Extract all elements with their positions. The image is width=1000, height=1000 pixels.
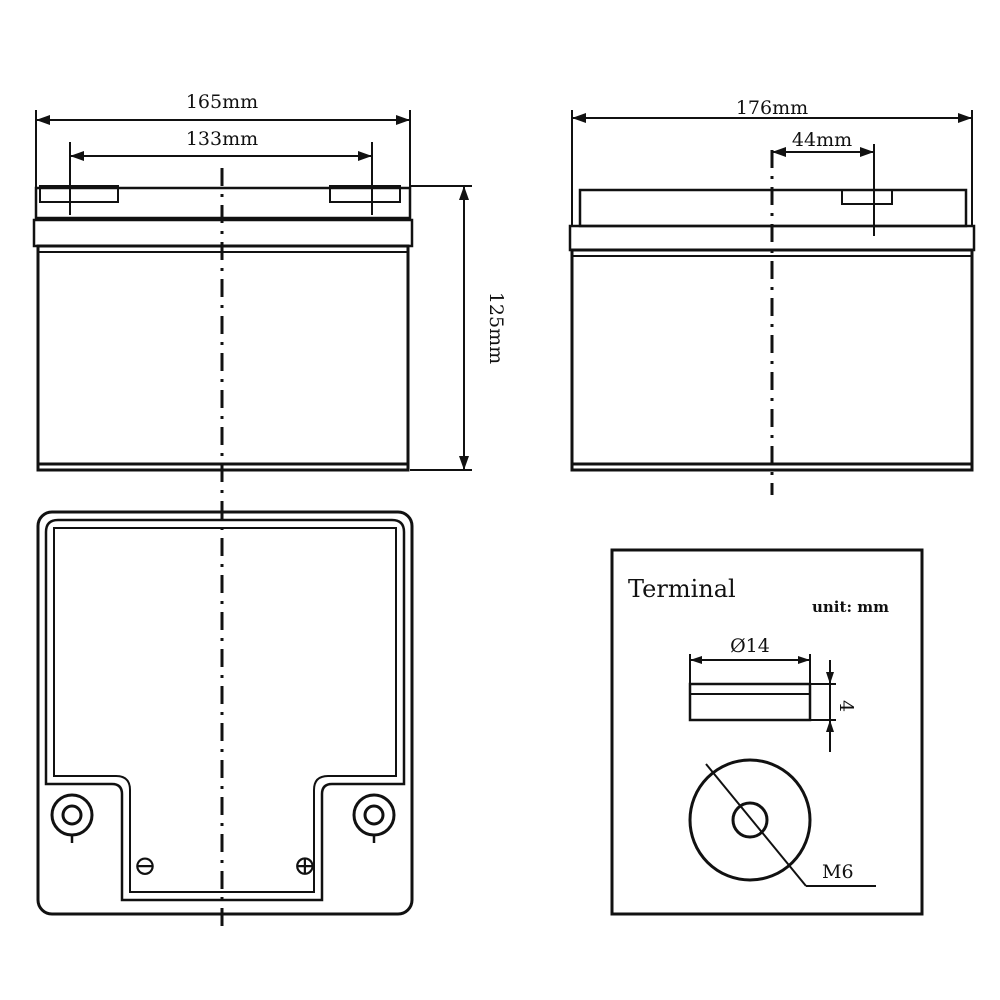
front-view <box>32 168 414 930</box>
dim-length-176: 176mm <box>571 97 973 226</box>
dim-height-125: 125mm <box>410 185 507 471</box>
terminal-plan-hole <box>731 801 769 839</box>
dim-terminal-spacing-133: 133mm <box>69 128 373 215</box>
top-outer-outline <box>36 510 414 916</box>
terminal-spacing-label: 133mm <box>186 128 258 150</box>
height-label: 125mm <box>485 292 507 364</box>
top-inner-outline <box>44 518 406 902</box>
terminal-title: Terminal <box>628 575 736 603</box>
positive-symbol: ⊕ <box>293 849 316 882</box>
terminal-offset-label: 44mm <box>792 129 852 151</box>
thread-label: M6 <box>822 861 854 883</box>
top-view: ⊖ ⊕ <box>36 510 414 916</box>
terminal-profile <box>688 682 812 722</box>
terminal-detail-box: Terminal unit: mm Ø14 4 M6 <box>610 548 924 916</box>
dim-width-165: 165mm <box>35 91 411 220</box>
thickness-label: 4 <box>835 700 857 712</box>
negative-terminal <box>50 793 94 843</box>
side-terminal <box>841 189 893 205</box>
positive-terminal <box>352 793 396 843</box>
diameter-label: Ø14 <box>730 635 770 657</box>
side-view <box>568 150 976 495</box>
left-terminal-tab <box>39 185 119 203</box>
terminal-plan-outer <box>688 758 812 882</box>
right-terminal-tab <box>329 185 401 203</box>
width-label: 165mm <box>186 91 258 113</box>
dim-terminal-offset-44: 44mm <box>772 129 875 236</box>
negative-symbol: ⊖ <box>133 849 156 882</box>
length-label: 176mm <box>736 97 808 119</box>
unit-label: unit: mm <box>812 598 889 616</box>
